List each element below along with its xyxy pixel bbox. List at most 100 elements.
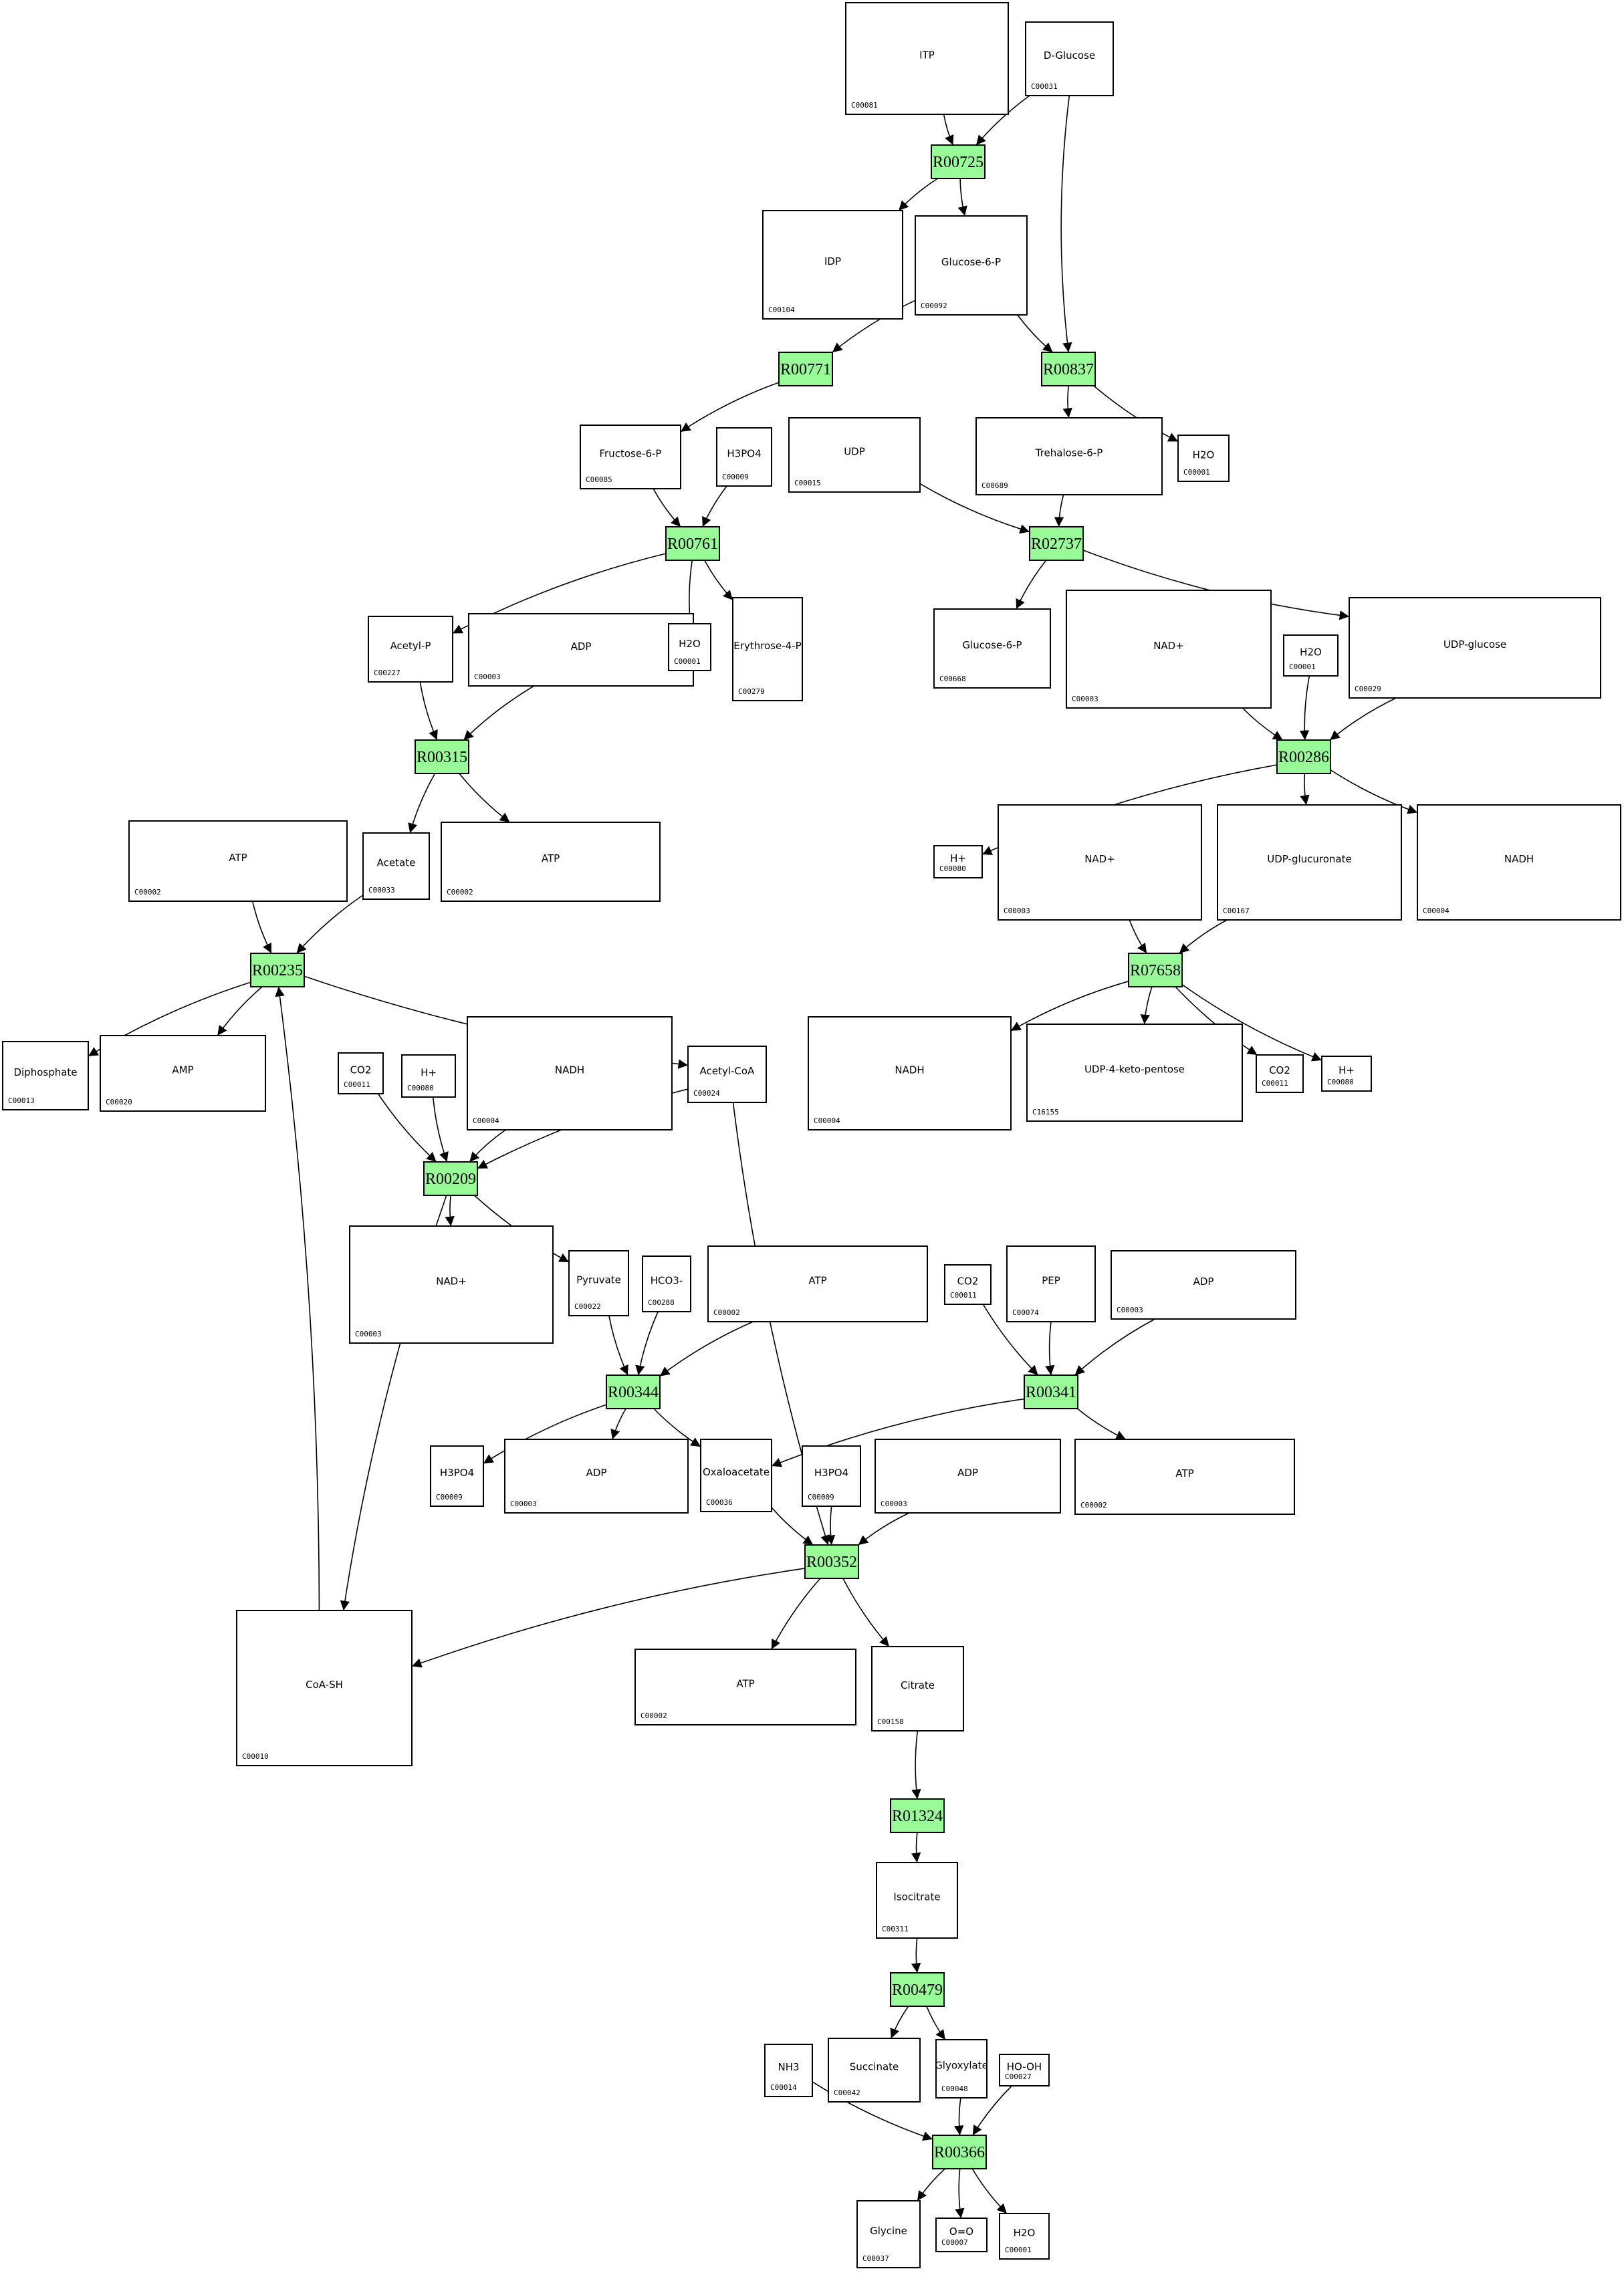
- reaction-node-r00761[interactable]: R00761: [665, 526, 720, 561]
- compound-node-c00080[interactable]: H+C00080: [933, 845, 983, 878]
- compound-structure-label: ITP: [919, 49, 935, 62]
- reaction-node-r00771[interactable]: R00771: [778, 352, 833, 386]
- compound-box: [975, 417, 1163, 495]
- edge-R00366-to-n58: [971, 2168, 1008, 2214]
- reaction-node-r02737[interactable]: R02737: [1029, 526, 1084, 561]
- compound-node-c00003[interactable]: NAD+C00003: [998, 804, 1202, 921]
- reaction-node-r00235[interactable]: R00235: [250, 953, 305, 987]
- compound-structure-label: H2O: [1014, 2227, 1036, 2239]
- edge-n55-to-R00366: [972, 2085, 1012, 2136]
- reaction-node-r07658[interactable]: R07658: [1128, 953, 1183, 987]
- compound-structure-label: CoA-SH: [306, 1679, 343, 1691]
- reaction-node-r01324[interactable]: R01324: [890, 1798, 945, 1833]
- reaction-node-r00315[interactable]: R00315: [415, 739, 469, 774]
- compound-structure-label: CO2: [1269, 1064, 1290, 1076]
- compound-node-c00080[interactable]: H+C00080: [401, 1054, 456, 1098]
- compound-id-label: C00009: [722, 473, 749, 481]
- reaction-node-r00725[interactable]: R00725: [931, 144, 985, 179]
- compound-id-label: C00002: [1080, 1501, 1107, 1510]
- reaction-node-r00479[interactable]: R00479: [890, 1972, 945, 2007]
- compound-box: [349, 1225, 554, 1344]
- compound-box: [128, 820, 348, 902]
- reaction-node-r00209[interactable]: R00209: [423, 1161, 478, 1196]
- compound-box: [568, 1250, 629, 1316]
- compound-id-label: C00014: [770, 2083, 797, 2092]
- compound-id-label: C00001: [1183, 468, 1210, 477]
- reaction-node-r00366[interactable]: R00366: [932, 2135, 987, 2169]
- edge-R00286-to-n23: [1300, 773, 1310, 806]
- compound-node-c00080[interactable]: H+C00080: [1321, 1056, 1372, 1092]
- reaction-node-r00286[interactable]: R00286: [1276, 739, 1331, 774]
- compound-box: [580, 425, 681, 489]
- reaction-node-r00837[interactable]: R00837: [1041, 352, 1096, 386]
- compound-node-c00003[interactable]: NAD+C00003: [1066, 590, 1272, 709]
- compound-box: [338, 1052, 384, 1094]
- edge-R02737-to-n14: [1016, 560, 1047, 610]
- reaction-box: [250, 953, 305, 987]
- compound-id-label: C00011: [344, 1080, 370, 1089]
- reaction-box: [1024, 1374, 1078, 1409]
- compound-box: [875, 1439, 1061, 1514]
- reaction-node-r00341[interactable]: R00341: [1024, 1374, 1078, 1409]
- edge-n1-to-R00725: [943, 114, 954, 146]
- compound-node-c00288[interactable]: HCO3-C00288: [642, 1255, 691, 1312]
- reaction-node-r00352[interactable]: R00352: [804, 1544, 859, 1579]
- compound-node-c00003[interactable]: NAD+C00003: [349, 1225, 554, 1344]
- reaction-node-r00344[interactable]: R00344: [606, 1374, 661, 1409]
- compound-structure-label: CO2: [350, 1064, 372, 1076]
- compound-box: [764, 2044, 813, 2097]
- compound-box: [1349, 597, 1601, 699]
